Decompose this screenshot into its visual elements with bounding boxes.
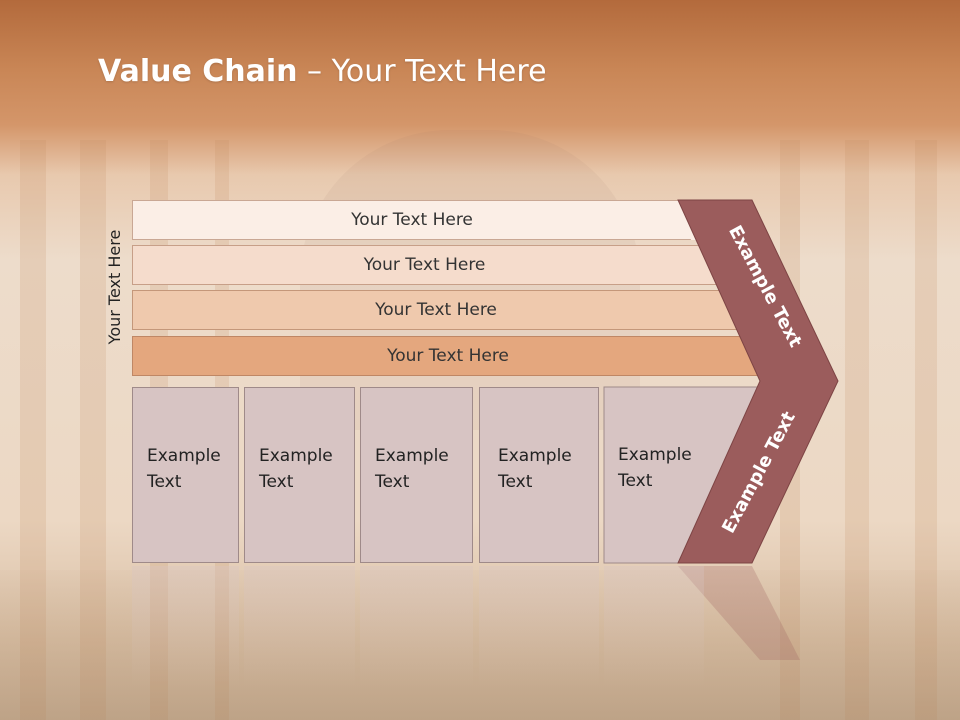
box-reflection [479,566,599,686]
chain-row-2[interactable]: Your Text Here [132,245,717,285]
box-text: Text [618,471,653,491]
wood-beam [80,140,106,720]
box-text: Text [375,472,410,492]
row-label: Your Text Here [375,300,497,320]
box-text: Example [375,446,449,466]
box-reflection [604,566,704,686]
chain-row-3[interactable]: Your Text Here [132,290,740,330]
box-text: Example [147,446,221,466]
chevron-shape[interactable] [677,199,839,564]
wood-beam [20,140,46,720]
row-label: Your Text Here [387,346,509,366]
box-text: Example [259,446,333,466]
chain-row-1[interactable]: Your Text Here [132,200,692,240]
box-text: Text [259,472,294,492]
row-label: Your Text Here [351,210,473,230]
box-text: Example [498,446,572,466]
wood-beam [915,140,937,720]
floor [0,570,960,720]
chevron-reflection [678,566,800,660]
box-reflection [132,566,239,686]
box-text: Example [618,445,692,465]
slide-title[interactable]: Value Chain – Your Text Here [98,54,547,89]
box-text: Text [498,472,533,492]
box-reflection [244,566,355,686]
wood-beam [845,140,869,720]
row-label: Your Text Here [363,255,486,275]
box-reflection [360,566,473,686]
chain-row-4[interactable]: Your Text Here [132,336,764,376]
box-text: Text [147,472,182,492]
